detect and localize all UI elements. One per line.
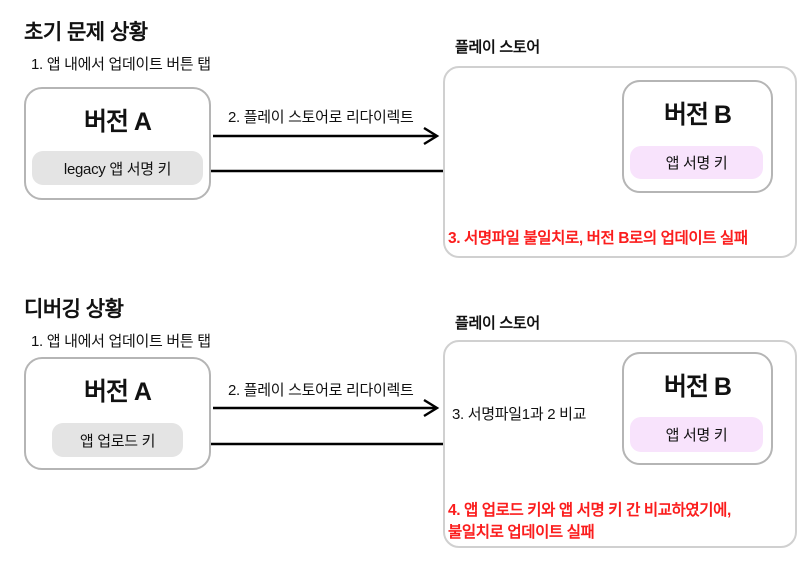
update-failure-note: 3. 서명파일 불일치로, 버전 B로의 업데이트 실패 — [448, 230, 748, 247]
version-b-box: 버전 B 앱 서명 키 — [622, 80, 773, 193]
update-failure-note-line-1: 4. 앱 업로드 키와 앱 서명 키 간 비교하였기에, — [448, 502, 731, 519]
app-upload-key: 앱 업로드 키 — [52, 423, 183, 457]
step-1-note: 1. 앱 내에서 업데이트 버튼 탭 — [31, 333, 211, 350]
version-a-title: 버전 A — [83, 378, 152, 406]
version-b-title: 버전 B — [663, 101, 732, 129]
app-signing-key: 앱 서명 키 — [630, 146, 763, 179]
app-signing-key: 앱 서명 키 — [630, 417, 763, 452]
version-a-title: 버전 A — [83, 108, 152, 136]
redirect-arrow-label: 2. 플레이 스토어로 리다이렉트 — [228, 382, 414, 399]
version-a-box: 버전 A 앱 업로드 키 — [24, 357, 211, 470]
play-store-label: 플레이 스토어 — [455, 39, 540, 56]
redirect-arrow-2 — [213, 398, 440, 418]
version-a-box: 버전 A legacy 앱 서명 키 — [24, 87, 211, 200]
redirect-arrow-1 — [213, 126, 440, 146]
version-b-box: 버전 B 앱 서명 키 — [622, 352, 773, 465]
redirect-arrow-label: 2. 플레이 스토어로 리다이렉트 — [228, 109, 414, 126]
update-failure-note: 4. 앱 업로드 키와 앱 서명 키 간 비교하였기에, 불일치로 업데이트 실… — [448, 500, 731, 544]
play-store-label: 플레이 스토어 — [455, 315, 540, 332]
step-1-note: 1. 앱 내에서 업데이트 버튼 탭 — [31, 56, 211, 73]
legacy-app-signing-key: legacy 앱 서명 키 — [32, 151, 203, 185]
play-store-container: 버전 B 앱 서명 키 3. 서명파일 불일치로, 버전 B로의 업데이트 실패 — [443, 66, 797, 258]
section-title: 초기 문제 상황 — [24, 21, 148, 44]
play-store-container: 3. 서명파일1과 2 비교 버전 B 앱 서명 키 4. 앱 업로드 키와 앱… — [443, 340, 797, 548]
version-b-title: 버전 B — [663, 373, 732, 401]
update-failure-note-line-2: 불일치로 업데이트 실패 — [448, 524, 595, 541]
compare-signing-files-note: 3. 서명파일1과 2 비교 — [452, 406, 587, 423]
section-title: 디버깅 상황 — [24, 298, 124, 321]
